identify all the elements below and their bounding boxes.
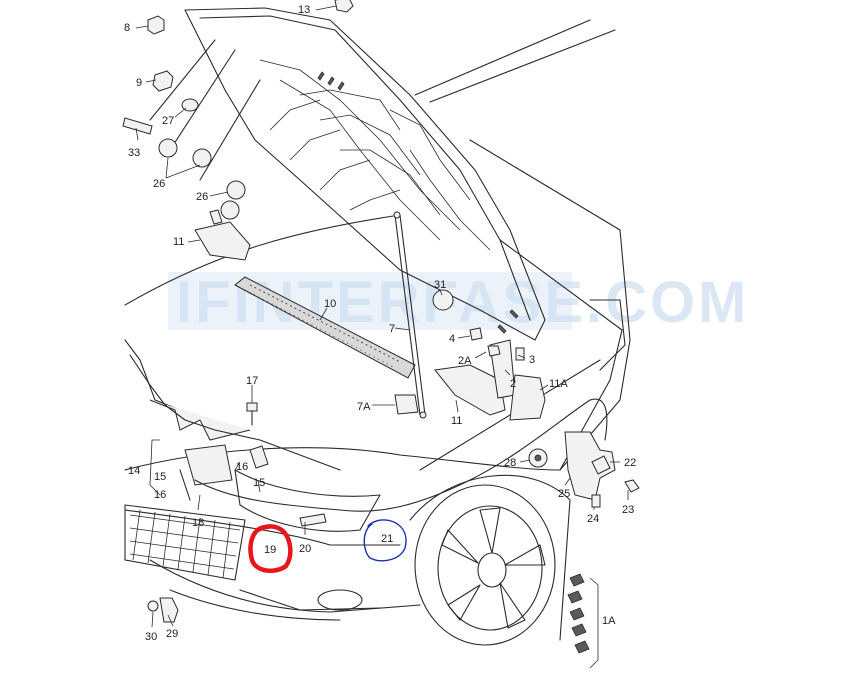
label-20: 20 — [299, 543, 311, 555]
gas-strut — [393, 211, 427, 419]
hood-lock-assembly — [129, 354, 341, 486]
label-23: 23 — [622, 504, 634, 516]
label-4: 4 — [449, 333, 455, 345]
hood-hinge-right — [434, 339, 516, 416]
label-26-mid: 26 — [196, 191, 208, 203]
label-26-top: 26 — [153, 178, 165, 190]
label-22: 22 — [624, 457, 636, 469]
watermark-band — [168, 272, 572, 330]
label-33: 33 — [128, 147, 140, 159]
label-16: 16 — [236, 461, 248, 473]
label-11a: 11A — [549, 378, 568, 390]
red-circle-marker — [248, 524, 293, 574]
part-labels: 8 13 9 27 33 26 26 11 10 31 7 4 3 2A 2 1… — [124, 4, 636, 643]
label-10: 10 — [324, 298, 336, 310]
car-body — [124, 19, 631, 646]
watermark-text: IFINTERFASE.COM — [176, 270, 749, 335]
label-16-group: 16 — [154, 489, 166, 501]
blue-circle-marker — [363, 519, 407, 562]
label-24: 24 — [587, 513, 599, 525]
small-parts-left — [147, 394, 419, 623]
release-cable — [194, 398, 608, 512]
label-28: 28 — [504, 457, 516, 469]
front-wheel — [414, 484, 556, 646]
label-27: 27 — [162, 115, 174, 127]
front-grille — [124, 504, 246, 581]
release-lever — [564, 431, 616, 501]
label-30: 30 — [145, 631, 157, 643]
cable-lock-end — [179, 469, 191, 501]
screw-set-1a — [567, 573, 599, 669]
label-2a: 2A — [458, 355, 472, 367]
label-21: 21 — [381, 533, 393, 545]
insulation-strip — [234, 276, 416, 379]
label-11-right: 11 — [451, 415, 462, 427]
label-19: 19 — [264, 544, 276, 556]
label-2: 2 — [510, 378, 516, 390]
label-3: 3 — [529, 354, 535, 366]
label-11-left: 11 — [173, 236, 184, 248]
label-18: 18 — [192, 517, 204, 529]
clip-23 — [624, 479, 640, 493]
label-29: 29 — [166, 628, 178, 640]
label-1a: 1A — [602, 615, 616, 627]
label-25: 25 — [558, 488, 570, 500]
label-13: 13 — [298, 4, 310, 16]
label-14: 14 — [128, 465, 140, 477]
hinge-cover-11a — [509, 374, 546, 421]
small-parts-top — [122, 0, 354, 220]
screw-24 — [591, 494, 601, 508]
leader-lines — [135, 5, 629, 628]
hood-hinge-left — [194, 209, 251, 261]
label-17: 17 — [246, 375, 258, 387]
label-9: 9 — [136, 77, 142, 89]
label-7: 7 — [389, 323, 395, 335]
label-8: 8 — [124, 22, 130, 34]
label-31: 31 — [434, 279, 446, 291]
label-15-group: 15 — [154, 471, 166, 483]
small-parts-right — [432, 289, 525, 361]
label-7a: 7A — [357, 401, 371, 413]
label-15: 15 — [253, 477, 265, 489]
open-hood — [149, 7, 546, 341]
